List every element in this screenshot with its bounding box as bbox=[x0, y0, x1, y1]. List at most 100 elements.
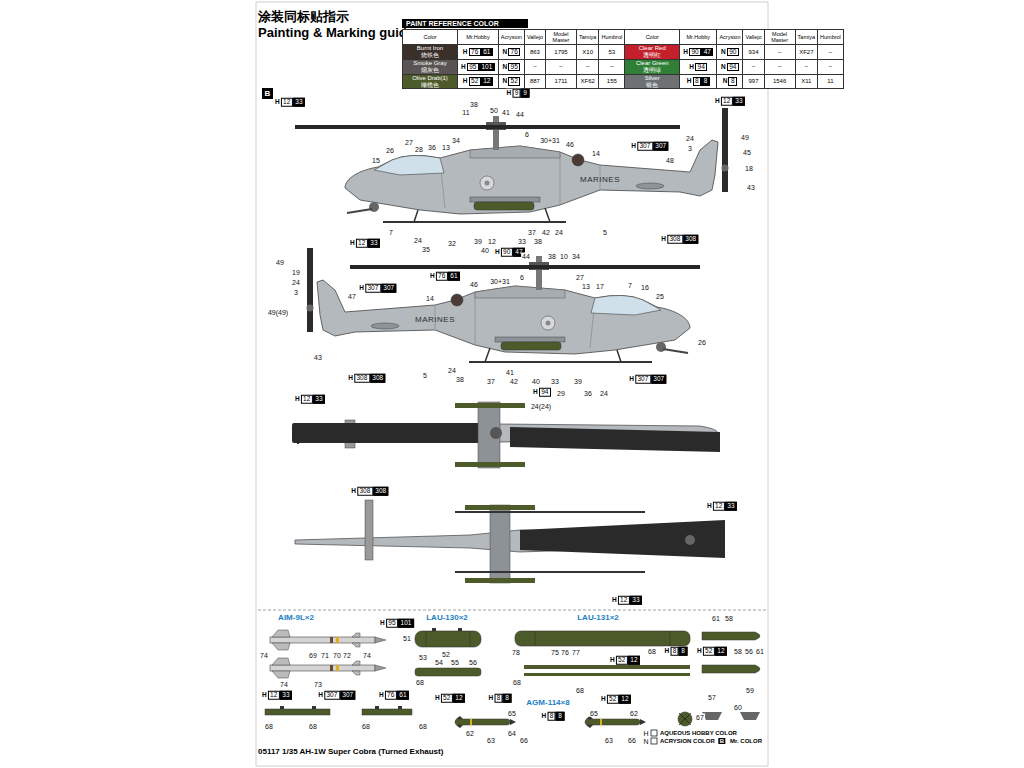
paint-code-number: 33 bbox=[368, 239, 380, 248]
code-cell: H88 bbox=[680, 74, 717, 89]
paint-number: 307 bbox=[324, 691, 340, 700]
callout-number: 39 bbox=[573, 378, 583, 385]
paint-code: N90 bbox=[720, 48, 740, 57]
callout-number: 68 bbox=[264, 723, 274, 730]
illustration-part bbox=[702, 665, 760, 673]
paint-number: 9 bbox=[512, 89, 521, 98]
paint-letter: H bbox=[612, 597, 617, 604]
paint-code: H88 bbox=[541, 712, 566, 721]
paint-number: 95 bbox=[386, 619, 398, 628]
callout-number: 14 bbox=[591, 150, 601, 157]
paint-code-number: 61 bbox=[397, 691, 409, 700]
callout-number: 61 bbox=[755, 648, 765, 655]
illustration-part bbox=[362, 709, 412, 715]
callout-number: 72 bbox=[342, 652, 352, 659]
main-rotor-blade bbox=[295, 125, 680, 129]
paint-number: 76 bbox=[469, 48, 481, 57]
callout-number: 24(24) bbox=[530, 403, 552, 410]
illustration-part bbox=[458, 628, 462, 631]
paint-number: – bbox=[829, 49, 832, 55]
paint-number: 52 bbox=[508, 77, 520, 86]
paint-number: – bbox=[610, 63, 613, 69]
illustration-part bbox=[636, 183, 664, 189]
callout-number: 74 bbox=[362, 652, 372, 659]
header-row: ColorMr.HobbyAcrysionVallejoModel Master… bbox=[403, 30, 844, 45]
illustration-part bbox=[440, 153, 600, 208]
callout-number: 68 bbox=[415, 679, 425, 686]
paint-code-number: 33 bbox=[313, 395, 325, 404]
paint-letter: H bbox=[707, 503, 712, 510]
paint-code: H5212 bbox=[600, 695, 632, 704]
color-cell: Silver银色 bbox=[625, 74, 680, 89]
paint-letter: H bbox=[601, 696, 606, 703]
callout-number: 65 bbox=[589, 710, 599, 717]
paint-letter: N bbox=[721, 49, 726, 56]
paint-letter: H bbox=[351, 488, 356, 495]
code-cell: H95101 bbox=[458, 59, 499, 74]
callout-number: 78 bbox=[511, 649, 521, 656]
illustration-part bbox=[414, 208, 550, 222]
illustration-part bbox=[432, 628, 436, 631]
paint-reference: PAINT REFERENCE COLORColorMr.HobbyAcrysi… bbox=[402, 19, 844, 89]
callout-number: 48 bbox=[665, 157, 675, 164]
paint-code-number: 12 bbox=[453, 694, 465, 703]
paint-number: 155 bbox=[607, 78, 617, 84]
illustration-part bbox=[485, 181, 490, 186]
paint-number: XF27 bbox=[799, 49, 813, 55]
callout-number: 6 bbox=[524, 131, 530, 138]
callout-number: 68 bbox=[575, 687, 585, 694]
node-text: 银色 bbox=[628, 82, 676, 89]
callout-number: 52 bbox=[441, 651, 451, 658]
paint-letter: H bbox=[463, 78, 468, 85]
launcher-rails bbox=[265, 706, 412, 715]
code-cell: N76 bbox=[498, 45, 524, 60]
callout-number: 70 bbox=[332, 652, 342, 659]
value-cell: – bbox=[795, 59, 817, 74]
paint-letter: H bbox=[379, 692, 384, 699]
paint-letter: H bbox=[489, 695, 494, 702]
section-divider bbox=[258, 610, 766, 611]
chinese-heading: 涂装同标贴指示 bbox=[258, 8, 349, 26]
value-cell: X10 bbox=[577, 45, 599, 60]
paint-number: 307 bbox=[637, 142, 653, 151]
paint-letter: N bbox=[721, 64, 726, 71]
callout-number: 32 bbox=[447, 240, 457, 247]
paint-code-number: 47 bbox=[701, 48, 713, 57]
illustration-part bbox=[280, 706, 284, 709]
legend-sample bbox=[651, 730, 657, 736]
paint-number: 95 bbox=[467, 63, 479, 72]
value-cell: – bbox=[577, 59, 599, 74]
paint-code: H94 bbox=[688, 63, 708, 72]
callout-number: 5 bbox=[422, 372, 428, 379]
header-cell: Tamiya bbox=[577, 30, 599, 45]
value-cell: 1795 bbox=[546, 45, 577, 60]
callout-number: 62 bbox=[629, 710, 639, 717]
value-cell: 934 bbox=[743, 45, 764, 60]
paint-number: 8 bbox=[728, 77, 737, 86]
illustration-part bbox=[415, 631, 481, 647]
paint-number: – bbox=[778, 49, 781, 55]
paint-number: 8 bbox=[693, 77, 702, 86]
column-header: Color bbox=[423, 34, 436, 40]
paint-letter: H bbox=[262, 692, 267, 699]
callout-number: 61 bbox=[711, 615, 721, 622]
paint-code: H7661 bbox=[378, 691, 410, 700]
paint-code: H88 bbox=[686, 77, 711, 86]
illustration-part bbox=[685, 535, 695, 545]
paint-letter: N bbox=[723, 78, 728, 85]
paint-letter: H bbox=[275, 99, 280, 106]
callout-number: 38 bbox=[455, 376, 465, 383]
callout-number: 28 bbox=[414, 146, 424, 153]
color-swatch-cell: Burnt Iron烧铁色 bbox=[403, 45, 457, 59]
illustration-part bbox=[374, 155, 444, 175]
callout-number: 36 bbox=[583, 390, 593, 397]
paint-number: 12 bbox=[281, 98, 293, 107]
illustration-part bbox=[524, 665, 690, 669]
main-rotor-blade bbox=[350, 265, 700, 269]
paint-letter: H bbox=[683, 49, 688, 56]
lau-131-pod bbox=[515, 631, 690, 676]
illustration-part bbox=[490, 427, 502, 439]
lau-130-pod bbox=[415, 628, 481, 676]
illustration-part bbox=[365, 500, 373, 560]
callout-number: 71 bbox=[320, 652, 330, 659]
